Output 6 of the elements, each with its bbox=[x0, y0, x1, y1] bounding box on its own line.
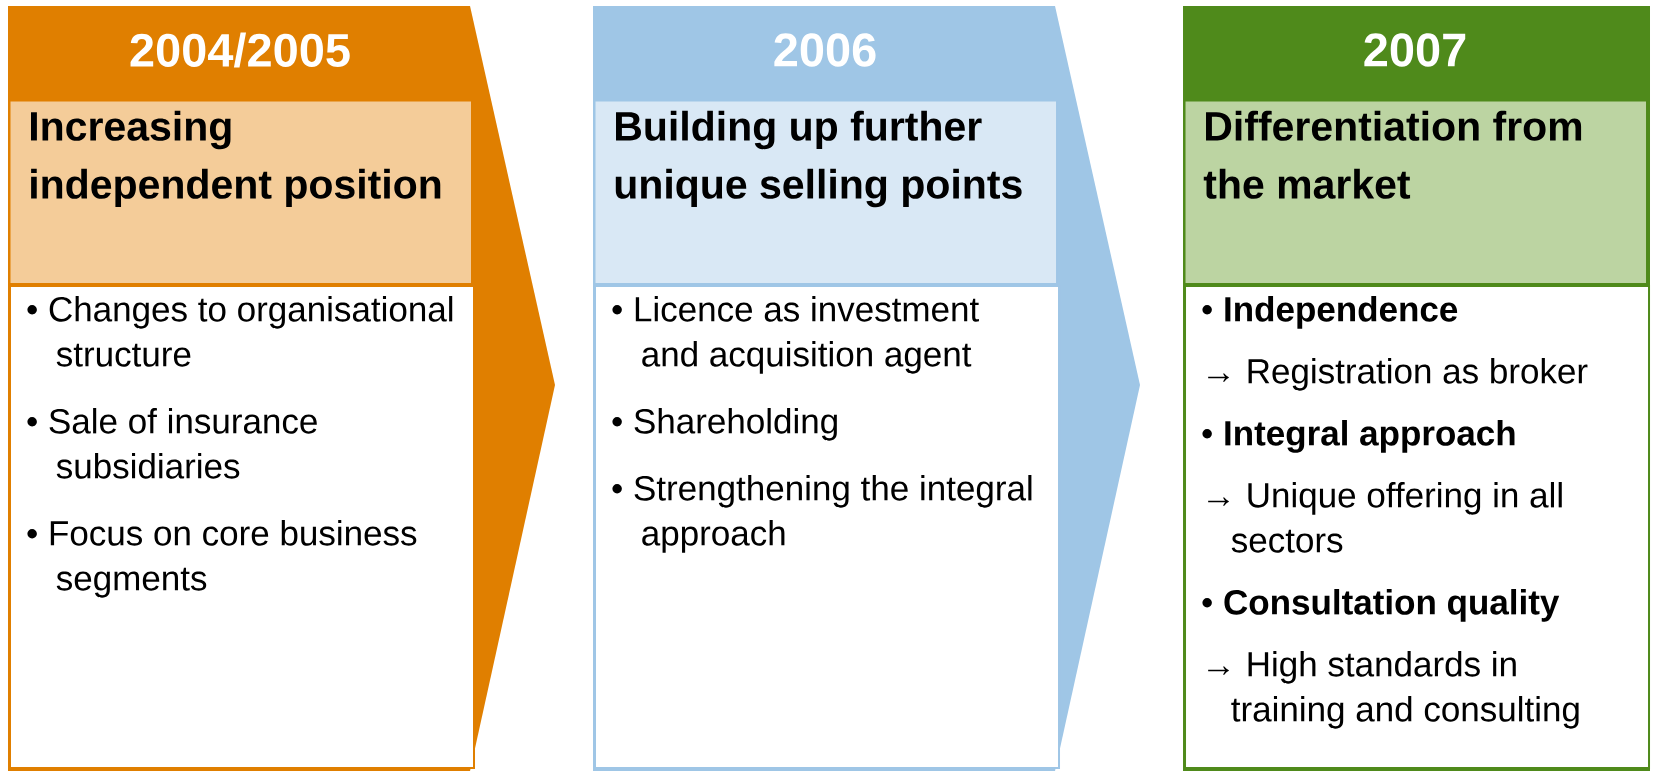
bullet-list-box: • Independence → Registration as broker • Integral approach → Unique offering in all sectors • Consultation quality → High standards in training and consulting bbox=[1184, 285, 1650, 769]
title-box: Differentiation from the market bbox=[1184, 100, 1648, 285]
bullet-list-box: • Licence as investment and acquisition agent • Shareholding • Strengthening the integral approach bbox=[594, 285, 1060, 769]
title-box: Building up further unique selling points bbox=[594, 100, 1058, 285]
bullet-list-box: • Changes to organisational structure • Sale of insurance subsidiaries • Focus on core business segments bbox=[9, 285, 475, 769]
title-box: Increasing independent position bbox=[9, 100, 473, 285]
